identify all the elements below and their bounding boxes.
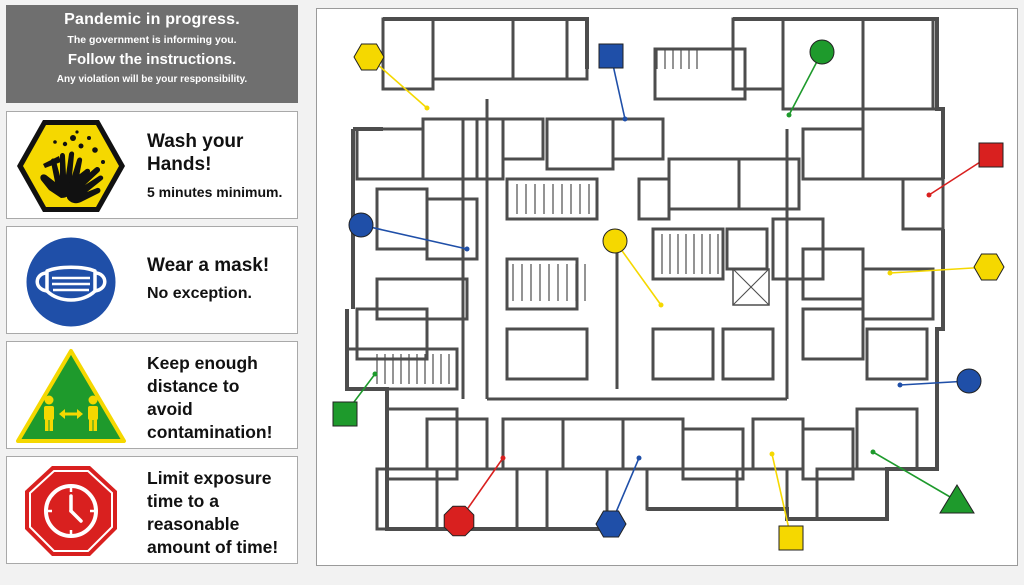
leader-line	[872, 451, 958, 502]
blue-circle-marker	[348, 212, 374, 238]
clock-icon	[15, 463, 127, 559]
green-square-marker	[332, 401, 358, 427]
red-square-marker	[978, 142, 1004, 168]
blue-hexagon-marker	[595, 510, 627, 538]
marker-anchor-dot	[464, 246, 470, 252]
marker-anchor-dot	[500, 455, 506, 461]
marker-leader-lines	[344, 51, 992, 539]
wash-hands-subtitle: 5 minutes minimum.	[147, 184, 283, 200]
hand-washing-icon	[15, 118, 127, 214]
green-circle-marker	[809, 39, 835, 65]
blue-square-marker	[598, 43, 624, 69]
banner-instruction-line: Follow the instructions.	[67, 51, 237, 68]
marker-anchor-dot	[870, 449, 876, 455]
marker-anchor-dot	[372, 371, 378, 377]
marker-anchor-dot	[622, 116, 628, 122]
limit-exposure-card: Limit exposure time to a reasonable amou…	[6, 456, 298, 564]
floor-plan	[316, 8, 1018, 566]
wear-mask-card: Wear a mask! No exception.	[6, 226, 298, 334]
marker-anchor-dot	[887, 270, 893, 276]
yellow-square-marker	[778, 525, 804, 551]
red-octagon-marker	[443, 505, 475, 537]
marker-anchor-dot	[636, 455, 642, 461]
wear-mask-title: Wear a mask!	[147, 255, 270, 276]
banner-headline: Pandemic in progress.	[64, 11, 240, 28]
yellow-hexagon-marker	[973, 253, 1005, 281]
green-triangle-marker	[939, 484, 975, 514]
wash-hands-title: Wash your Hands!	[147, 131, 244, 175]
keep-distance-card: Keep enough distance to avoid contaminat…	[6, 341, 298, 449]
marker-anchor-dot	[658, 302, 664, 308]
banner-informing-line: The government is informing you.	[67, 34, 237, 46]
blue-circle-marker	[956, 368, 982, 394]
yellow-hexagon-marker	[353, 43, 385, 71]
marker-anchor-dot	[926, 192, 932, 198]
yellow-circle-marker	[602, 228, 628, 254]
banner-violation-line: Any violation will be your responsibilit…	[56, 74, 248, 85]
marker-anchor-dot	[786, 112, 792, 118]
floor-plan-walls	[345, 17, 945, 531]
social-distance-icon	[15, 348, 127, 444]
leader-line	[889, 266, 990, 274]
leader-line	[614, 240, 662, 306]
limit-exposure-text: Limit exposure time to a reasonable amou…	[147, 468, 279, 557]
marker-anchor-dot	[424, 105, 430, 111]
floor-plan-markers	[332, 39, 1005, 551]
wash-hands-card: Wash your Hands! 5 minutes minimum.	[6, 111, 298, 219]
leader-line	[771, 453, 792, 539]
keep-distance-text: Keep enough distance to avoid contaminat…	[147, 353, 273, 442]
face-mask-icon	[15, 233, 127, 329]
pandemic-warning-banner: Pandemic in progress. The government is …	[6, 5, 298, 103]
leader-line	[360, 224, 468, 250]
marker-anchor-dot	[897, 382, 903, 388]
wear-mask-subtitle: No exception.	[147, 285, 252, 302]
marker-anchor-dot	[769, 451, 775, 457]
